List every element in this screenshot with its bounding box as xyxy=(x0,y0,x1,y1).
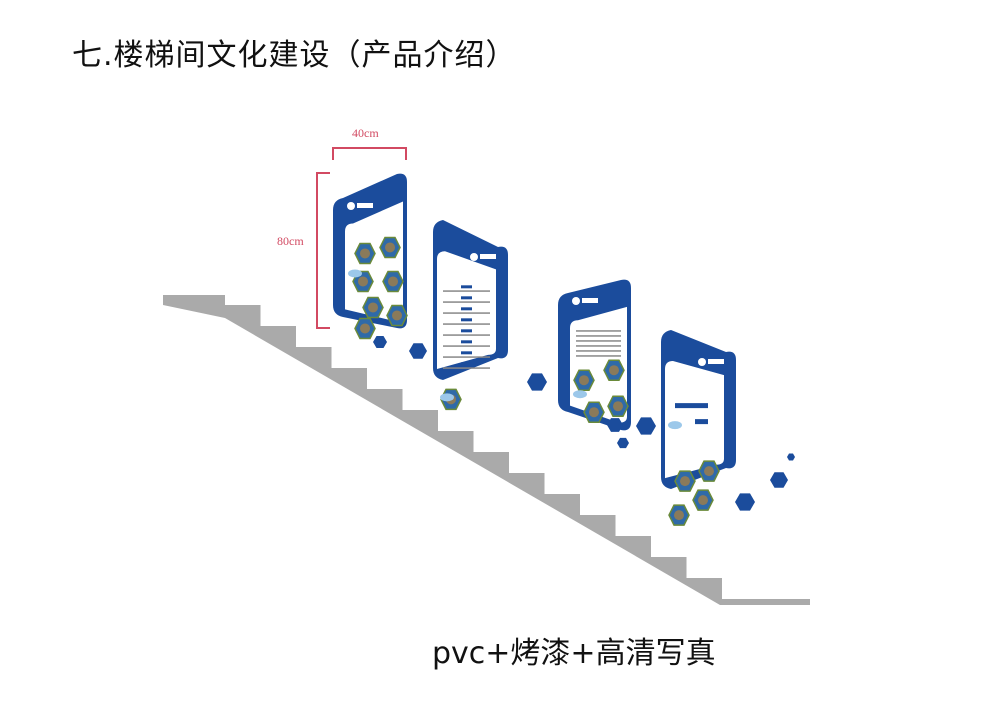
logo-mark xyxy=(708,359,724,364)
text-line xyxy=(443,290,490,292)
photo-image xyxy=(698,495,708,506)
width-label: 40cm xyxy=(352,126,379,140)
logo-mark xyxy=(582,298,598,303)
height-label: 80cm xyxy=(277,234,304,248)
cloud-shape xyxy=(573,390,587,399)
logo-icon xyxy=(347,202,355,210)
hexagon-shape xyxy=(409,343,427,359)
text-line xyxy=(443,367,490,369)
text-heading-bar xyxy=(461,318,472,322)
text-heading-bar xyxy=(461,307,472,311)
text-line xyxy=(576,345,621,347)
logo-mark xyxy=(480,254,496,259)
text-heading-bar xyxy=(461,340,472,344)
hexagon-shape xyxy=(636,417,656,435)
text-heading-bar xyxy=(461,329,472,333)
text-line xyxy=(443,345,490,347)
text-line xyxy=(443,301,490,303)
panel-content-area xyxy=(665,360,724,479)
hexagon-shape xyxy=(373,335,387,349)
photo-image xyxy=(613,401,623,412)
text-line xyxy=(443,334,490,336)
text-heading-bar xyxy=(461,285,472,289)
stairs-shape xyxy=(163,295,810,605)
material-caption: pvc+烤漆+高清写真 xyxy=(432,636,716,671)
text-line xyxy=(443,312,490,314)
photo-image xyxy=(589,407,599,418)
width-dimension-line xyxy=(332,147,407,160)
text-line xyxy=(443,323,490,325)
staircase xyxy=(163,295,810,605)
photo-panel-1 xyxy=(333,173,408,340)
text-line xyxy=(576,355,621,357)
cloud-shape xyxy=(348,269,362,278)
photo-image xyxy=(360,248,370,259)
text-line xyxy=(576,340,621,342)
slogan-panel-4 xyxy=(661,330,736,526)
decorative-hexagons xyxy=(373,335,795,511)
photo-image xyxy=(388,276,398,287)
text-heading-bar xyxy=(461,362,472,366)
photo-image xyxy=(392,310,402,321)
hexagon-shape xyxy=(527,373,547,391)
hexagon-shape xyxy=(787,453,795,461)
slogan-line xyxy=(675,403,708,409)
hexagon-shape xyxy=(735,493,755,511)
photo-image xyxy=(360,323,370,334)
hexagon-shape xyxy=(607,418,623,432)
text-line xyxy=(576,350,621,352)
logo-icon xyxy=(698,358,706,366)
text-heading-bar xyxy=(461,296,472,300)
text-photo-panel-3 xyxy=(558,279,631,431)
cloud-shape xyxy=(440,393,454,402)
logo-icon xyxy=(572,297,580,305)
photo-image xyxy=(704,466,714,477)
text-line xyxy=(443,356,490,358)
logo-icon xyxy=(470,253,478,261)
slogan-line xyxy=(695,419,708,425)
photo-image xyxy=(368,302,378,313)
logo-mark xyxy=(357,203,373,208)
photo-image xyxy=(674,510,684,521)
dimension-lines xyxy=(316,147,407,329)
photo-image xyxy=(680,476,690,487)
cloud-shape xyxy=(668,421,682,430)
hexagon-shape xyxy=(770,472,788,488)
photo-image xyxy=(609,365,619,376)
text-heading-bar xyxy=(461,351,472,355)
photo-image xyxy=(385,242,395,253)
text-line xyxy=(576,335,621,337)
hexagon-shape xyxy=(617,437,629,449)
text-line xyxy=(576,330,621,332)
height-dimension-line xyxy=(316,172,330,329)
photo-image xyxy=(579,375,589,386)
photo-image xyxy=(358,276,368,287)
page-title: 七.楼梯间文化建设（产品介绍） xyxy=(72,38,517,73)
text-panel-2 xyxy=(433,220,508,411)
